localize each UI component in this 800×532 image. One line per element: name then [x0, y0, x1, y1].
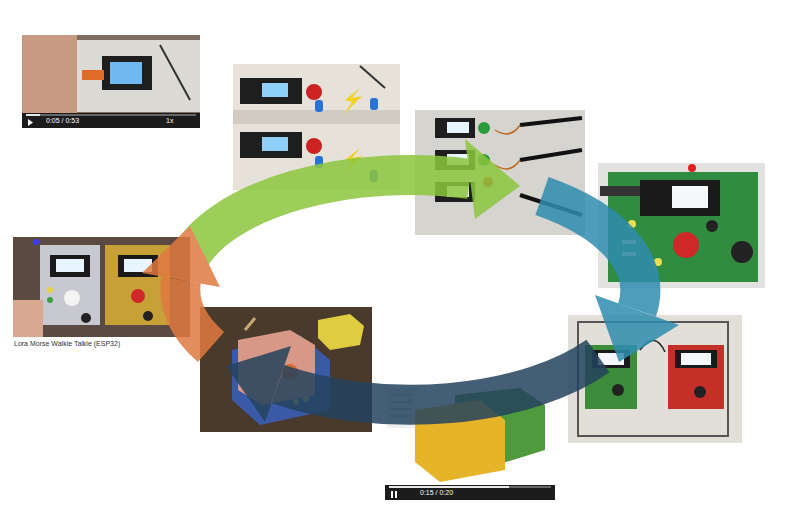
speed-indicator: 1x	[166, 117, 173, 125]
photo-caption: Lora Morse Walkie Talkie (ESP32)	[14, 340, 120, 348]
navy-arrow	[278, 356, 598, 405]
cycle-arrows	[142, 139, 679, 422]
orange-arrow	[180, 280, 211, 347]
photo-breadboard-video	[22, 35, 200, 128]
blue-arrow	[542, 196, 640, 310]
green-arrow	[188, 175, 470, 260]
video-time: 0:05 / 0:53	[46, 117, 79, 125]
video-time: 0:15 / 0:20	[420, 489, 453, 497]
